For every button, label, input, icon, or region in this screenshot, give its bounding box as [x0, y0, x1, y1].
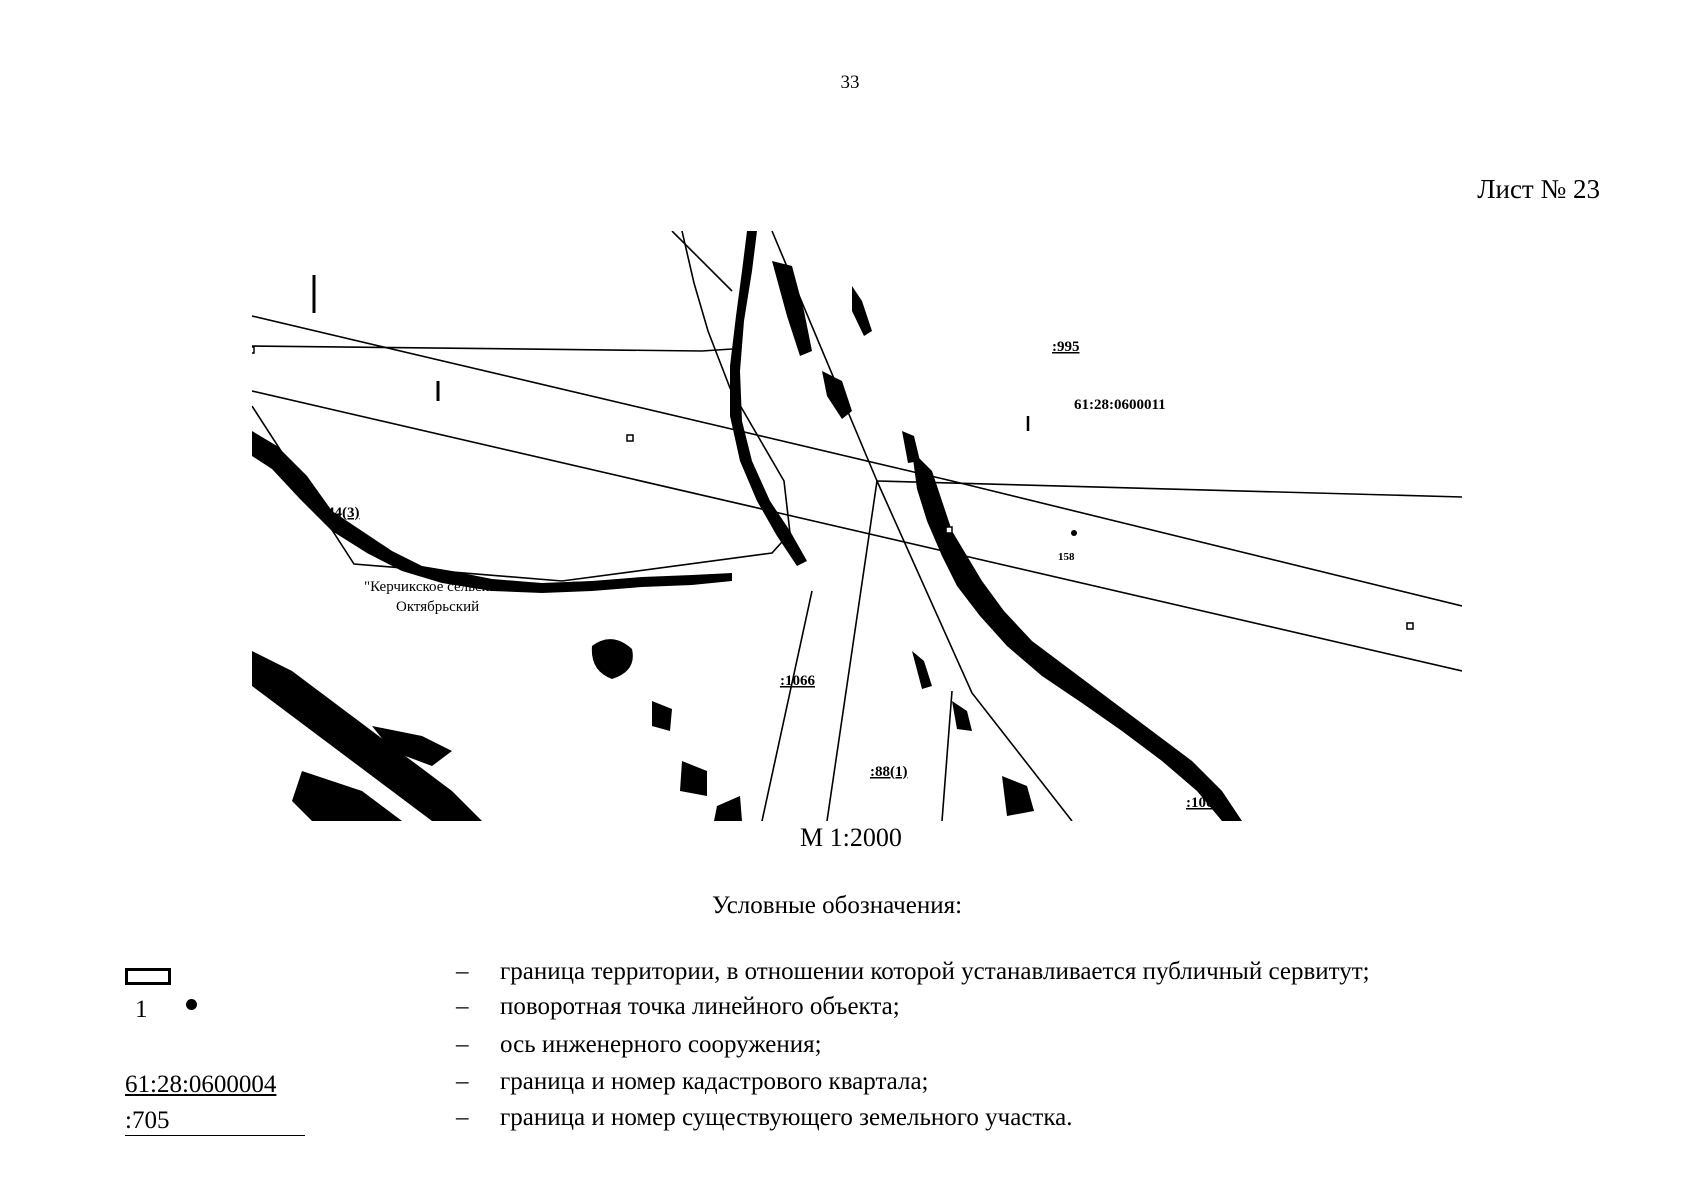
parcel-label: :1001 — [1186, 795, 1221, 811]
settlement-label: "Керчикское сельское поселение" — [364, 579, 579, 595]
quarter-label: 61:28:0600011 — [1074, 397, 1166, 413]
legend-text: ось инженерного сооружения; — [500, 1031, 822, 1058]
sheet-label: Лист № 23 — [1477, 174, 1600, 204]
marker-square — [626, 434, 634, 442]
cadastral-map: :995 61:28:0600011 :44(3) 158 "Керчикско… — [252, 231, 1462, 821]
legend-text: поворотная точка линейного объекта; — [500, 993, 900, 1020]
legend-symbol-rectangle — [125, 958, 171, 992]
small-markers — [252, 346, 1414, 630]
parcel-label: :995 — [1052, 339, 1080, 355]
map-canvas: :995 61:28:0600011 :44(3) 158 "Керчикско… — [252, 231, 1462, 821]
page-number: 33 — [840, 72, 860, 93]
legend-parcel-number: :705 — [125, 1107, 305, 1136]
settlement-label: Октябрьский — [396, 599, 479, 615]
legend-dash: – — [456, 1104, 469, 1131]
legend-dash: – — [456, 993, 469, 1020]
legend-item: 61:28:0600004 – граница и номер кадастро… — [0, 1068, 1698, 1102]
marker-square — [1406, 622, 1414, 630]
turning-point-marker — [1071, 530, 1077, 536]
legend-text: граница и номер кадастрового квартала; — [500, 1068, 929, 1095]
parcel-label: :44(3) — [322, 505, 360, 521]
legend-point-number: 1 — [135, 996, 148, 1023]
point-label: 158 — [1058, 551, 1075, 563]
point-dot-icon — [185, 998, 197, 1010]
legend-item: 1 – поворотная точка линейного объекта; — [0, 993, 1698, 1027]
legend-item: – граница территории, в отношении которо… — [0, 958, 1698, 992]
legend-dash: – — [456, 1031, 469, 1058]
parcel-label: :88(1) — [870, 764, 908, 780]
legend-quarter-number: 61:28:0600004 — [125, 1071, 277, 1098]
legend-dash: – — [456, 958, 469, 985]
legend-text: граница территории, в отношении которой … — [500, 958, 1370, 985]
legend-dash: – — [456, 1068, 469, 1095]
marker-square — [252, 346, 255, 354]
parcel-label: :1066 — [780, 673, 815, 689]
legend-title: Условные обозначения: — [712, 892, 963, 919]
legend-symbol-point: 1 — [125, 993, 197, 1027]
marker-square — [945, 526, 953, 534]
legend-symbol-parcel: :705 — [125, 1104, 305, 1138]
map-labels: :995 61:28:0600011 :44(3) 158 "Керчикско… — [322, 339, 1221, 811]
terrain-patches — [252, 231, 1242, 821]
scale-label: М 1:2000 — [800, 823, 902, 852]
legend-item: – ось инженерного сооружения; — [0, 1031, 1698, 1065]
legend-symbol-quarter: 61:28:0600004 — [125, 1068, 276, 1102]
legend-item: :705 – граница и номер существующего зем… — [0, 1104, 1698, 1138]
legend-text: граница и номер существующего земельного… — [500, 1104, 1073, 1131]
boundary-lines — [252, 231, 1462, 821]
